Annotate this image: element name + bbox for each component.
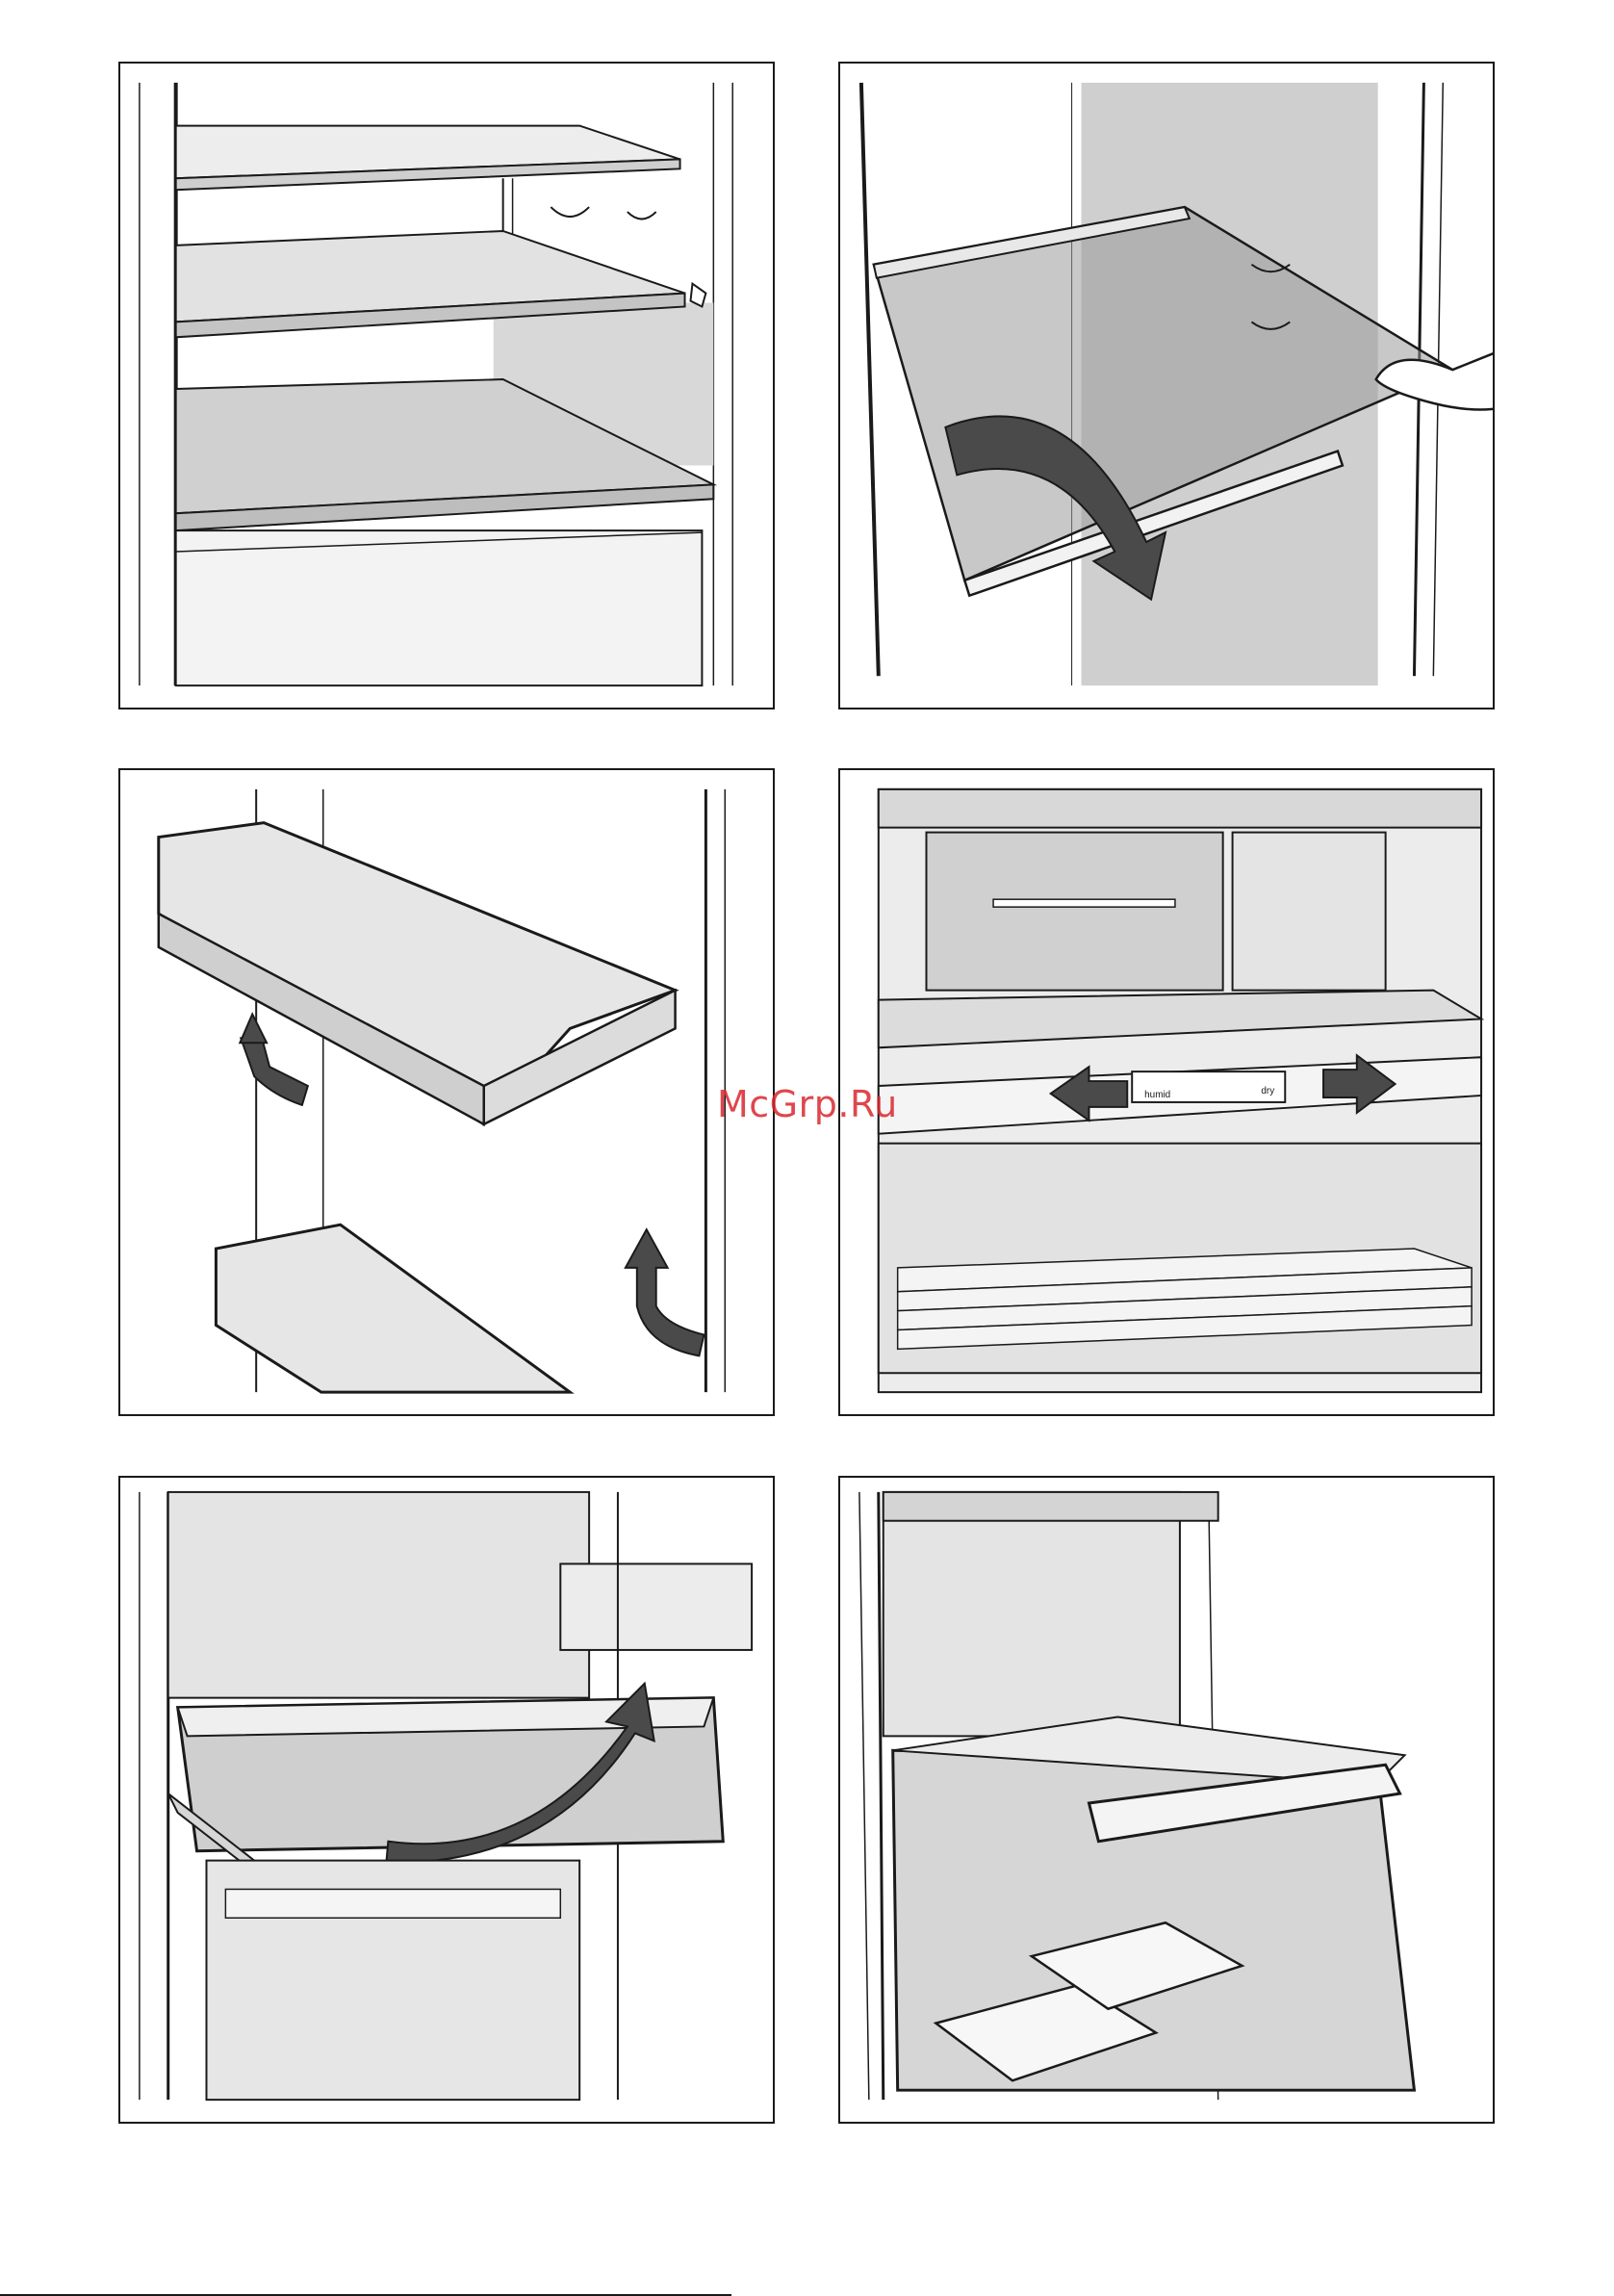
watermark-text: McGrp.Ru [717,1083,898,1125]
freezer-drawer-drawing [840,1478,1493,2122]
shelf-drawing [120,64,773,708]
shelf-positions-illustration [118,62,775,709]
remove-vegetable-drawer-illustration [118,1476,775,2124]
slider-label-dry: dry [1261,1086,1274,1096]
glass-shelf-drawing [840,64,1493,708]
humidity-slider-drawing: humid dry [840,770,1493,1414]
remove-glass-shelf-illustration [838,62,1495,709]
door-rack-drawing [120,770,773,1414]
remove-door-rack-illustration [118,768,775,1416]
freezer-drawer-ice-packs-illustration [838,1476,1495,2124]
slider-label-humid: humid [1144,1090,1170,1100]
humidity-slider-illustration: humid dry [838,768,1495,1416]
vegetable-drawer-drawing [120,1478,773,2122]
